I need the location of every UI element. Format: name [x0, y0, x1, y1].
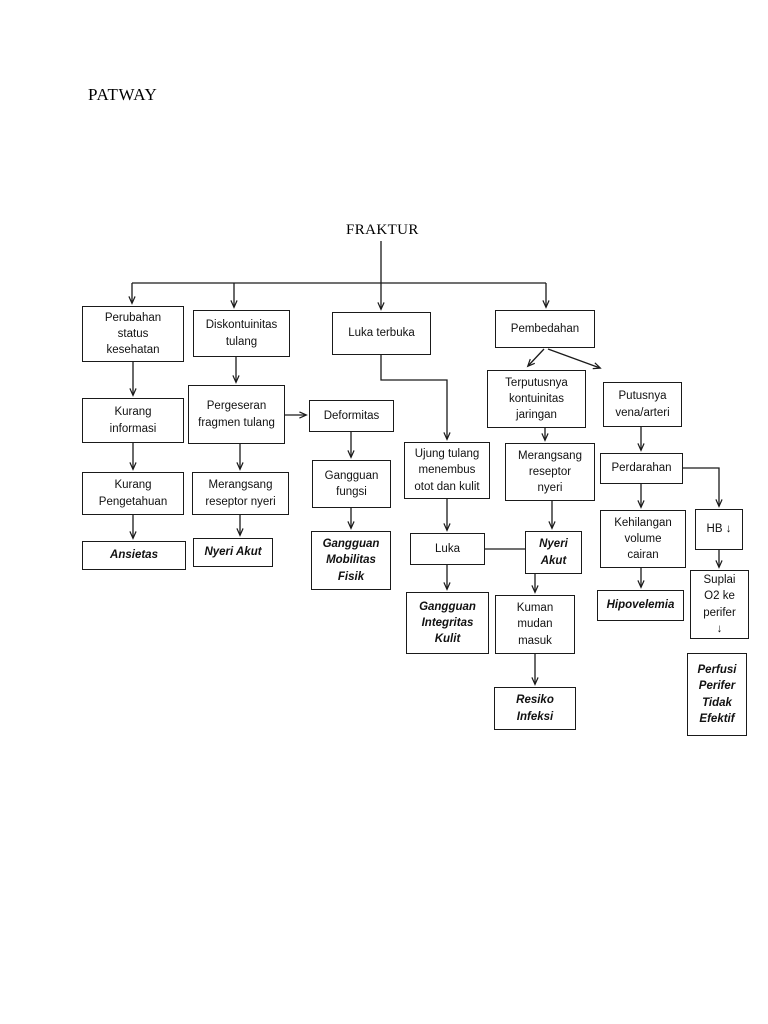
node-hb-turun: HB ↓: [695, 509, 743, 550]
edge-pembedahan-to-terputusnya: [528, 348, 545, 366]
node-luka-terbuka: Luka terbuka: [332, 312, 431, 355]
node-label: Suplai O2 ke perifer ↓: [703, 573, 736, 635]
node-label: Perdarahan: [611, 462, 672, 475]
node-label: Merangsang reseptor nyeri: [518, 449, 582, 495]
node-diskontuinitas-tulang: Diskontuinitas tulang: [193, 310, 290, 357]
node-kurang-pengetahuan: Kurang Pengetahuan: [82, 472, 184, 515]
node-label: Gangguan fungsi: [324, 469, 379, 498]
node-label: Gangguan Mobilitas Fisik: [322, 538, 380, 583]
node-luka: Luka: [410, 533, 485, 565]
node-perubahan-status-kesehatan: Perubahan status kesehatan: [82, 306, 184, 362]
node-label: Nyeri Akut: [204, 546, 262, 559]
node-nyeri-akut-2: Nyeri Akut: [525, 531, 582, 574]
node-label: Hipovelemia: [606, 599, 675, 612]
node-perdarahan: Perdarahan: [600, 453, 683, 484]
node-perfusi-perifer-tidak-efektif: Perfusi Perifer Tidak Efektif: [687, 653, 747, 736]
node-label: Ujung tulang menembus otot dan kulit: [414, 448, 480, 493]
node-label: Pergeseran fragmen tulang: [198, 400, 275, 429]
node-label: HB ↓: [706, 523, 732, 536]
node-label: Resiko Infeksi: [516, 694, 554, 723]
node-hipovelemia: Hipovelemia: [597, 590, 684, 621]
node-label: Perubahan status kesehatan: [104, 311, 162, 357]
node-gangguan-mobilitas-fisik: Gangguan Mobilitas Fisik: [311, 531, 391, 590]
node-label: Perfusi Perifer Tidak Efektif: [697, 663, 737, 725]
node-label: Diskontuinitas tulang: [205, 319, 278, 348]
node-label: Gangguan Integritas Kulit: [419, 600, 476, 646]
node-label: Ansietas: [110, 549, 158, 562]
node-kurang-informasi: Kurang informasi: [82, 398, 184, 443]
node-label: Putusnya vena/arteri: [615, 390, 670, 419]
node-label: Kurang informasi: [109, 406, 157, 435]
node-label: Merangsang reseptor nyeri: [205, 479, 276, 508]
node-gangguan-integritas-kulit: Gangguan Integritas Kulit: [406, 592, 489, 654]
edge-perdarahan-to-hb: [683, 467, 719, 506]
node-resiko-infeksi: Resiko Infeksi: [494, 687, 576, 730]
node-label: Deformitas: [323, 409, 380, 422]
node-label: Nyeri Akut: [539, 538, 568, 567]
node-pembedahan: Pembedahan: [495, 310, 595, 348]
node-gangguan-fungsi: Gangguan fungsi: [312, 460, 391, 508]
node-pergeseran-fragmen-tulang: Pergeseran fragmen tulang: [188, 385, 285, 444]
node-suplai-o2-ke-perifer: Suplai O2 ke perifer ↓: [690, 570, 749, 639]
node-label: Kurang Pengetahuan: [98, 479, 168, 508]
node-merangsang-reseptor-nyeri-2: Merangsang reseptor nyeri: [505, 443, 595, 501]
node-deformitas: Deformitas: [309, 400, 394, 432]
edge-pembedahan-to-putusnya-vena: [547, 348, 600, 368]
node-nyeri-akut-1: Nyeri Akut: [193, 538, 273, 567]
node-merangsang-reseptor-nyeri-1: Merangsang reseptor nyeri: [192, 472, 289, 515]
node-putusnya-vena-arteri: Putusnya vena/arteri: [603, 382, 682, 427]
node-ansietas: Ansietas: [82, 541, 186, 570]
node-label: Luka: [435, 542, 460, 555]
node-label: Kehilangan volume cairan: [614, 516, 672, 562]
node-kuman-mudan-masuk: Kuman mudan masuk: [495, 595, 575, 654]
node-kehilangan-volume-cairan: Kehilangan volume cairan: [600, 510, 686, 568]
node-label: Luka terbuka: [348, 327, 415, 340]
root-node-fraktur: FRAKTUR: [346, 222, 419, 238]
node-terputusnya-kontuinitas-jaringan: Terputusnya kontuinitas jaringan: [487, 370, 586, 428]
node-label: Kuman mudan masuk: [516, 602, 554, 647]
node-ujung-tulang-menembus: Ujung tulang menembus otot dan kulit: [404, 442, 490, 499]
page-title: PATWAY: [88, 85, 158, 104]
node-label: Pembedahan: [510, 322, 580, 335]
node-label: Terputusnya kontuinitas jaringan: [505, 376, 568, 422]
